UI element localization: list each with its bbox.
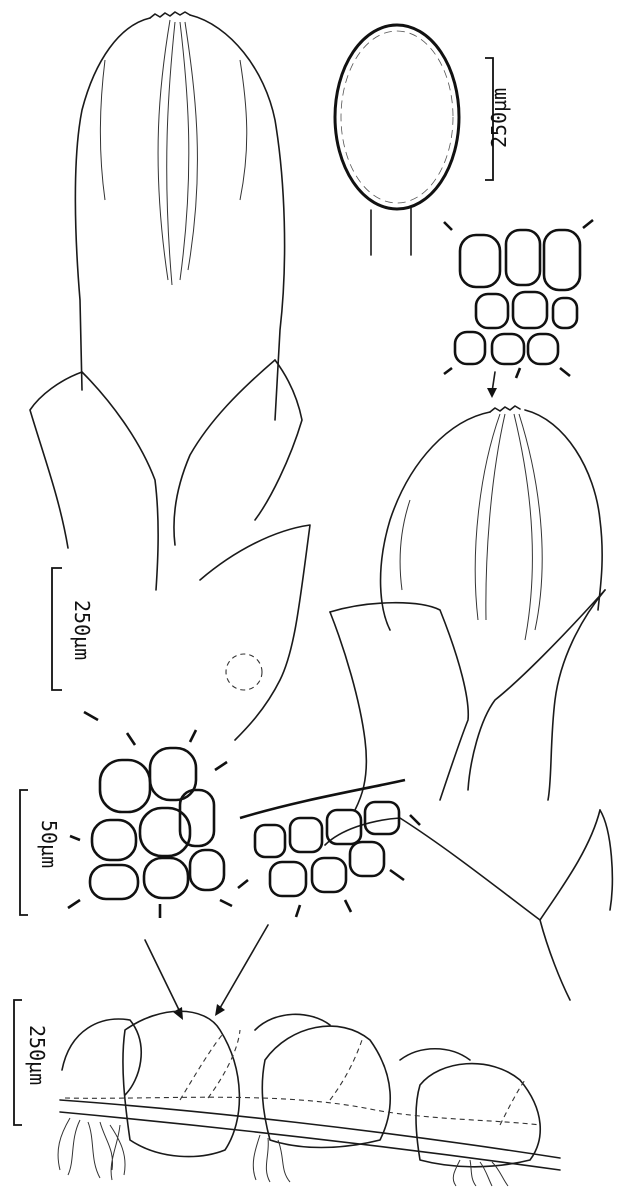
scale-bar-cells-label: 50µm [37,820,61,868]
scale-bar-cells: 50µm [20,790,61,915]
scale-bar-capsule: 250µm [485,58,511,180]
cell-network-lower-left [68,712,232,1020]
cell-network-marginal [215,780,420,1016]
perianth-right [325,406,612,1000]
cell-network-upper [444,220,593,398]
leafy-shoot [58,1011,560,1186]
scale-bar-shoot-label: 250µm [25,1025,49,1085]
scale-bar-perianth: 250µm [52,568,94,690]
capsule [335,25,459,255]
scale-bar-capsule-label: 250µm [487,88,511,148]
scale-bar-shoot: 250µm [14,1000,49,1125]
scale-bar-perianth-label: 250µm [70,600,94,660]
